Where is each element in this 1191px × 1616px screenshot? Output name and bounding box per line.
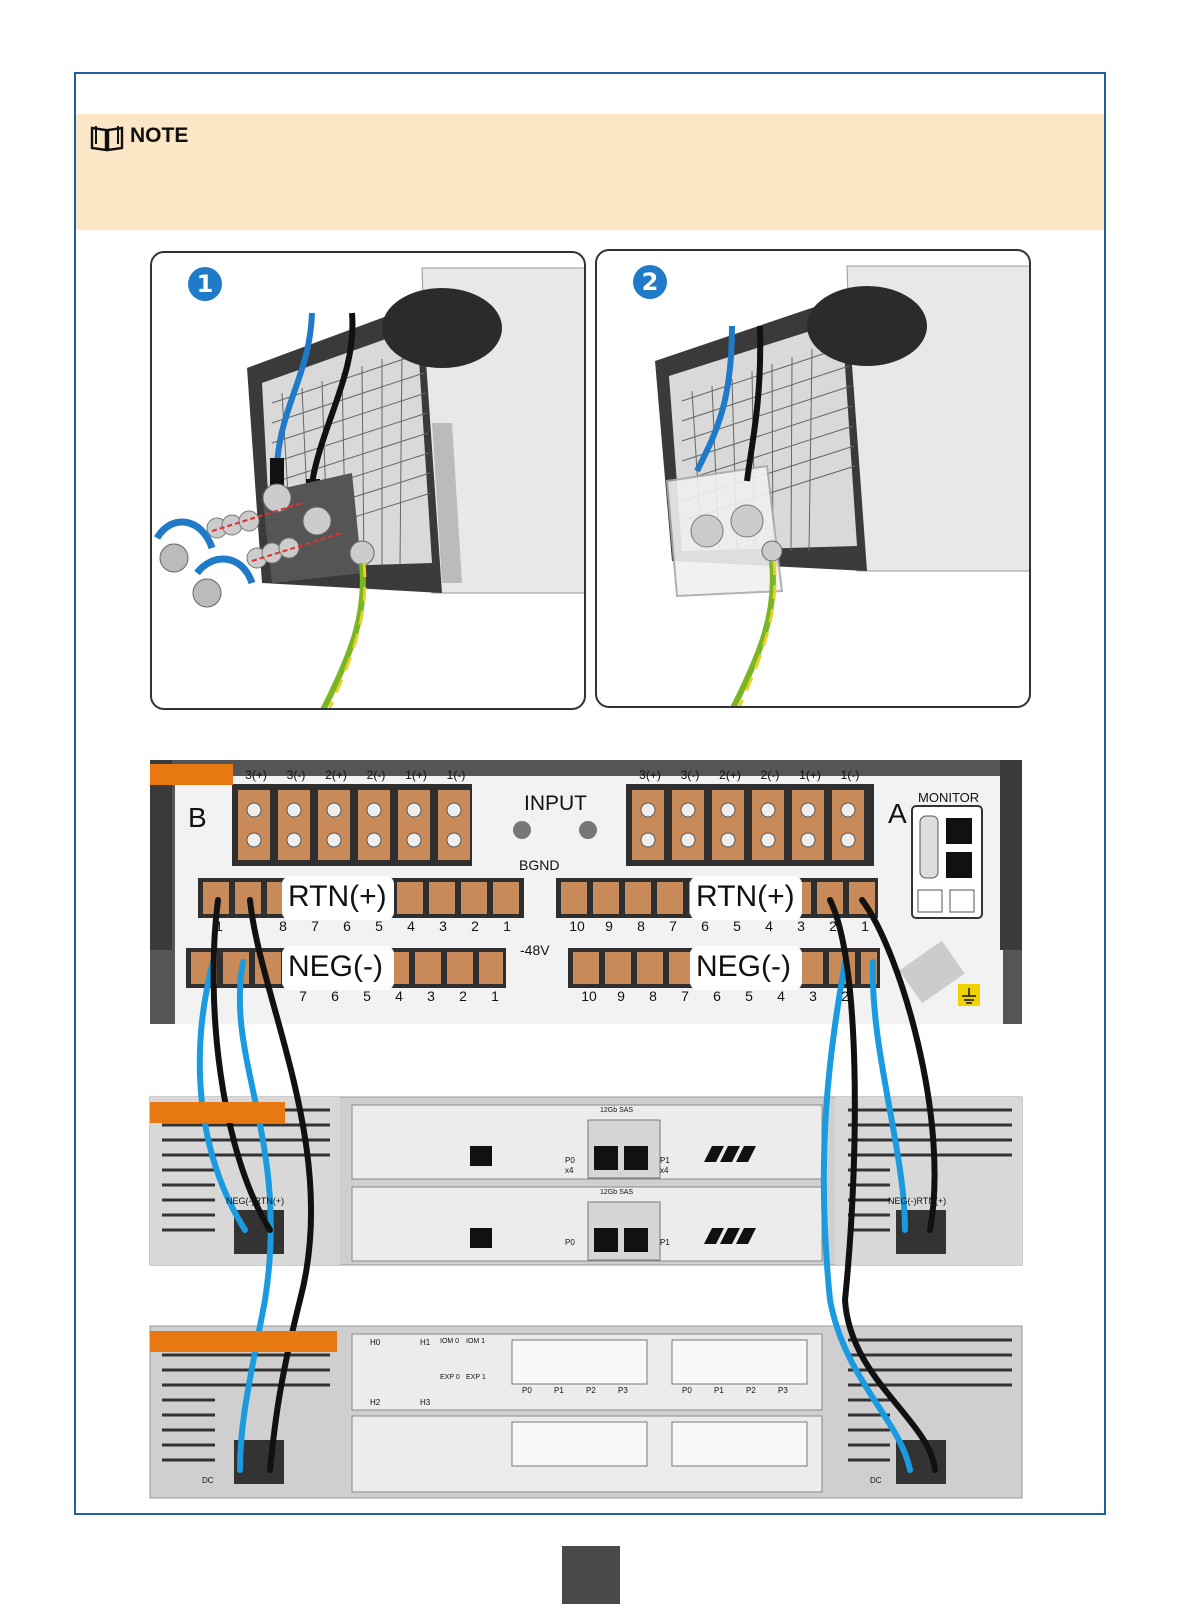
rtn-label-right: RTN(+) [696,880,795,913]
p1-label-1: P1 [660,1156,670,1165]
rtn-label-box-right [690,876,802,920]
top-terminals-a [626,784,874,866]
rtn-nums-right: 10 9 8 7 6 5 4 3 2 1 [569,918,869,934]
psu-illustration-1 [154,267,584,708]
ctrl-h2: H2 [370,1398,381,1407]
rtn-nums-left: 1 8 7 6 5 4 3 2 1 [215,918,511,934]
fc-ports-2: P0 P1 P2 P3 [682,1386,788,1395]
pdu-monitor-label: MONITOR [918,790,980,805]
sas-label-2: 12Gb SAS [600,1189,634,1196]
ctrl-iom1: IOM 1 [466,1338,486,1345]
ctrl-h3: H3 [420,1398,431,1407]
step1-panel: 1 [150,251,586,710]
ctrl-dc-left: DC [202,1476,214,1485]
p0-label-2: P0 [565,1238,575,1247]
neg-label-left: NEG(-) [288,950,383,983]
step2-badge: 2 [633,265,667,299]
psu-illustration-2 [655,265,1029,706]
neg-nums-left: 7 6 5 4 3 2 1 [299,988,499,1004]
book-icon [90,126,124,152]
psu-label-left: NEG(-)RTN(+) [226,1196,285,1206]
p0-label-1: P0 [565,1156,575,1165]
pdu-side-b: B [188,802,207,833]
step2-panel: 2 [595,249,1031,708]
pdu-side-a: A [888,798,907,829]
pdu-tag [150,764,233,785]
p1-label-2: P1 [660,1238,670,1247]
neg-label-right: NEG(-) [696,950,791,983]
ctrl-dc-right: DC [870,1476,882,1485]
rtn-label-box-left [282,876,394,920]
ground-terminal [899,940,965,1004]
x4-label-1: x4 [565,1166,574,1175]
rtn-label-left: RTN(+) [288,880,387,913]
x4-label-2: x4 [660,1166,669,1175]
pdu-voltage-label: -48V [520,942,550,958]
ctrl-iom0: IOM 0 [440,1338,460,1345]
page-tab [562,1546,620,1604]
ctrl-h0: H0 [370,1338,381,1347]
psu-label-right: NEG(-)RTN(+) [888,1196,947,1206]
sas-label-1: 12Gb SAS [600,1107,634,1114]
neg-label-box-left [282,946,394,990]
expansion-module-1 [351,1104,823,1180]
top-terminals-b [232,784,472,866]
controller-tag [150,1331,337,1352]
ctrl-h1: H1 [420,1338,431,1347]
note-box [76,114,1104,230]
ctrl-exp0: EXP 0 [440,1374,460,1381]
page-frame [74,72,1106,1515]
top-terms-a: 3(+) 3(-) 2(+) 2(-) 1(+) 1(-) [639,768,860,782]
pdu-bgnd-label: BGND [519,857,560,873]
fc-ports-1: P0 P1 P2 P3 [522,1386,628,1395]
neg-label-box-right [690,946,802,990]
ctrl-exp1: EXP 1 [466,1374,486,1381]
power-cables [196,897,938,1473]
step1-badge: 1 [188,267,222,301]
neg-nums-right: 10 9 8 7 6 5 4 3 2 [581,988,849,1004]
note-title: NOTE [130,124,189,147]
psu-socket-left [234,1210,284,1254]
top-terms-b: 3(+) 3(-) 2(+) 2(-) 1(+) 1(-) [245,768,466,782]
pdu-input-label: INPUT [524,792,587,815]
expansion-module-2 [351,1186,823,1262]
enclosure-tag [150,1102,285,1123]
